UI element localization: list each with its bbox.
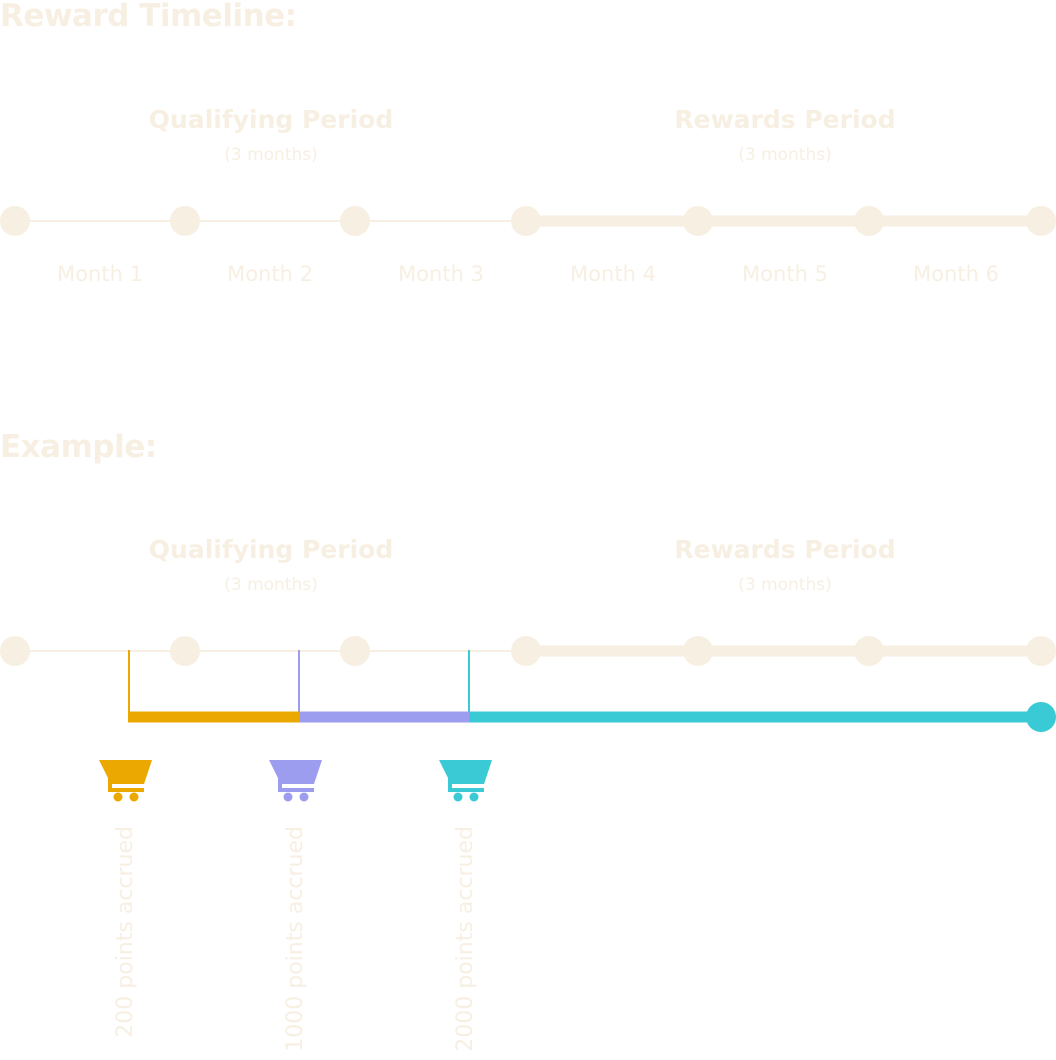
timeline-node-2: [340, 206, 370, 236]
month-label-4: Month 4: [570, 262, 656, 286]
example-node-0: [0, 636, 30, 666]
timeline-node-1: [170, 206, 200, 236]
example-node-5: [854, 636, 884, 666]
rewards-period-duration: (3 months): [738, 145, 832, 165]
timeline-node-5: [854, 206, 884, 236]
example-title: Example:: [0, 429, 157, 465]
reward-timeline-track: [0, 206, 1056, 236]
shopping-cart-icon: [439, 760, 492, 802]
month-label-6: Month 6: [913, 262, 999, 286]
month-label-5: Month 5: [742, 262, 828, 286]
example-qualifying-period-duration: (3 months): [224, 575, 318, 595]
month-label-3: Month 3: [398, 262, 484, 286]
month-label-2: Month 2: [227, 262, 313, 286]
shopping-cart-icon: [269, 760, 322, 802]
example-node-1: [170, 636, 200, 666]
qualifying-period-duration: (3 months): [224, 145, 318, 165]
points-accrued-label-1: 200 points accrued: [113, 826, 138, 1038]
example-qualifying-period-title: Qualifying Period: [148, 535, 394, 564]
timeline-node-3: [511, 206, 541, 236]
rewards-period-title: Rewards Period: [674, 105, 896, 134]
example-node-3: [511, 636, 541, 666]
timeline-node-6: [1026, 206, 1056, 236]
example-node-4: [683, 636, 713, 666]
reward-timeline-title: Reward Timeline:: [0, 0, 297, 34]
example-node-6: [1026, 636, 1056, 666]
accrual-end-dot: [1026, 702, 1056, 732]
shopping-cart-icon: [99, 760, 152, 802]
timeline-node-4: [683, 206, 713, 236]
example-rewards-period-title: Rewards Period: [674, 535, 896, 564]
example-node-2: [340, 636, 370, 666]
timeline-node-0: [0, 206, 30, 236]
points-accrued-label-3: 2000 points accrued: [453, 826, 478, 1052]
qualifying-period-title: Qualifying Period: [148, 105, 394, 134]
points-accrued-label-2: 1000 points accrued: [283, 826, 308, 1052]
example-timeline-track: [0, 636, 1056, 666]
month-label-1: Month 1: [57, 262, 143, 286]
example-rewards-period-duration: (3 months): [738, 575, 832, 595]
